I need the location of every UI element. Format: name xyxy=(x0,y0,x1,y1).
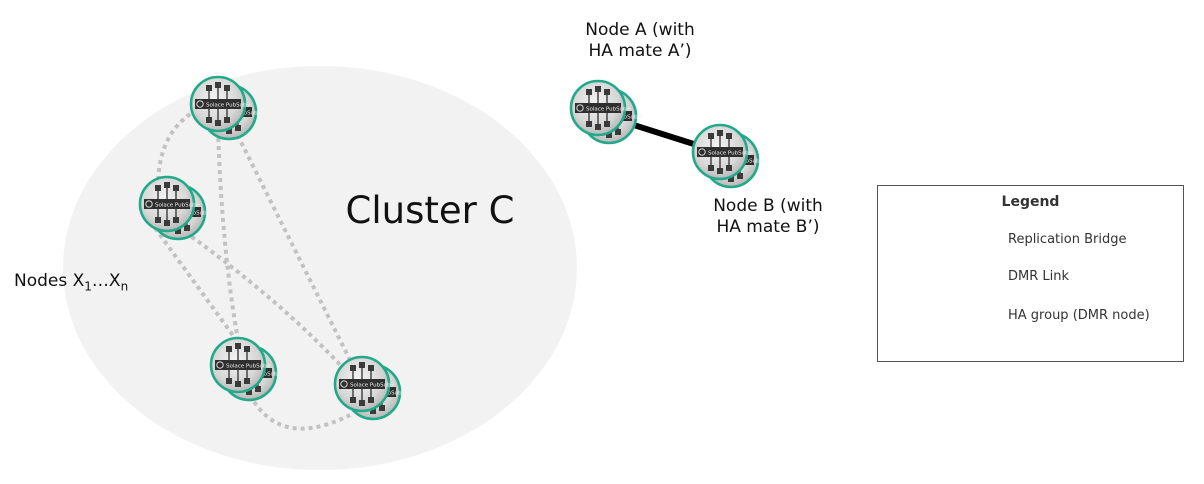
links-layer xyxy=(153,108,701,431)
nodes-x-mid: …X xyxy=(91,271,121,291)
node-a-label-line2: HA mate A’) xyxy=(588,41,692,62)
nodes-x-prefix: Nodes X xyxy=(14,271,85,291)
legend-item-ha-group: HA group (DMR node) xyxy=(1008,308,1150,323)
legend-item-dmr-link: DMR Link xyxy=(1008,269,1070,284)
node-b-label-line2: HA mate B’) xyxy=(716,217,820,238)
node-b-label: Node B (with HA mate B’) xyxy=(693,196,843,239)
node-a-label: Node A (with HA mate A’) xyxy=(565,20,715,63)
dmr-link-x2-x3 xyxy=(153,226,242,347)
node-a-label-line1: Node A (with xyxy=(585,20,695,40)
dmr-link-x1-x3 xyxy=(216,129,240,341)
cluster-area xyxy=(63,66,577,470)
legend: Legend Replication Bridge DMR Link HA gr… xyxy=(877,185,1184,362)
nodes-x-label: Nodes X1…Xn xyxy=(14,271,128,294)
nodes-x-subn: n xyxy=(120,279,129,294)
cluster-label: Cluster C xyxy=(345,189,515,232)
dmr-link-x2-x4 xyxy=(183,230,347,372)
nodes-x-sub1: 1 xyxy=(84,279,92,294)
node-b-label-line1: Node B (with xyxy=(713,196,823,216)
ha-node-a xyxy=(571,81,643,143)
dmr-link-x1-x4 xyxy=(232,127,352,361)
legend-title: Legend xyxy=(1001,194,1060,210)
ha-node-b xyxy=(693,125,765,187)
dmr-link-x3-x4 xyxy=(248,394,351,431)
dmr-link-x1-x2 xyxy=(156,108,198,183)
legend-item-replication-bridge: Replication Bridge xyxy=(1008,232,1127,247)
